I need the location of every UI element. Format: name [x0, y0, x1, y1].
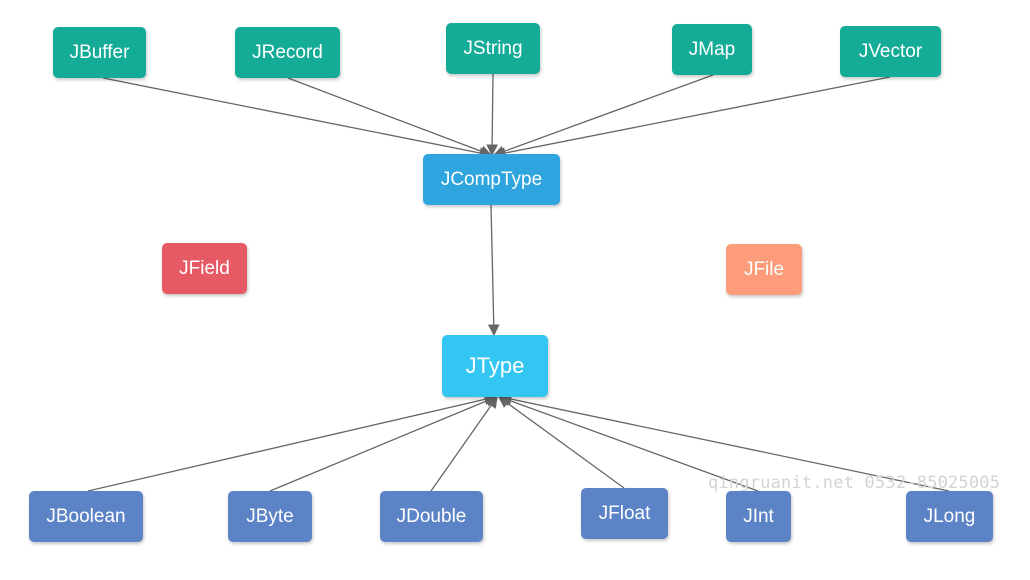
edge-jbuffer-to-jcomptype — [102, 77, 492, 159]
node-label: JString — [463, 37, 523, 59]
node-label: JField — [179, 257, 230, 279]
edge-jmap-to-jcomptype — [492, 74, 714, 157]
node-jcomptype[interactable]: JCompType — [423, 154, 560, 205]
edge-jcomptype-to-jtype — [487, 204, 500, 337]
node-label: JBuffer — [69, 41, 130, 63]
node-jmap[interactable]: JMap — [672, 24, 752, 75]
edge-jbyte-to-jtype — [269, 395, 498, 492]
node-jlong[interactable]: JLong — [906, 491, 993, 542]
edge-jint-to-jtype — [498, 395, 759, 492]
edge-jdouble-to-jtype — [430, 396, 498, 492]
node-jtype[interactable]: JType — [442, 335, 548, 397]
node-label: JFile — [743, 258, 785, 280]
node-jvector[interactable]: JVector — [840, 26, 941, 77]
node-jfile[interactable]: JFile — [726, 244, 802, 295]
node-jint[interactable]: JInt — [726, 491, 791, 542]
node-label: JBoolean — [46, 505, 126, 527]
node-jdouble[interactable]: JDouble — [380, 491, 483, 542]
node-label: JType — [465, 353, 525, 378]
node-label: JCompType — [440, 168, 543, 190]
node-label: JMap — [688, 38, 736, 60]
node-label: JDouble — [396, 505, 467, 527]
edge-jfloat-to-jtype — [498, 396, 625, 489]
edge-jlong-to-jtype — [499, 393, 950, 492]
edge-jstring-to-jcomptype — [486, 73, 498, 157]
edge-jrecord-to-jcomptype — [287, 77, 493, 157]
node-jrecord[interactable]: JRecord — [235, 27, 340, 78]
node-jstring[interactable]: JString — [446, 23, 540, 74]
node-label: JRecord — [252, 41, 323, 63]
node-label: JVector — [858, 40, 923, 62]
edge-jvector-to-jcomptype — [493, 76, 891, 159]
node-jfloat[interactable]: JFloat — [581, 488, 668, 539]
edges-group — [87, 73, 950, 492]
node-jbuffer[interactable]: JBuffer — [53, 27, 146, 78]
node-jfield[interactable]: JField — [162, 243, 247, 294]
edge-jboolean-to-jtype — [87, 393, 497, 492]
node-label: JInt — [743, 505, 774, 527]
watermark-text: qingruanit.net 0532-85025005 — [708, 473, 1001, 493]
node-label: JFloat — [598, 502, 651, 524]
node-jbyte[interactable]: JByte — [228, 491, 312, 542]
node-label: JByte — [246, 505, 294, 527]
node-label: JLong — [923, 505, 976, 527]
node-jboolean[interactable]: JBoolean — [29, 491, 143, 542]
